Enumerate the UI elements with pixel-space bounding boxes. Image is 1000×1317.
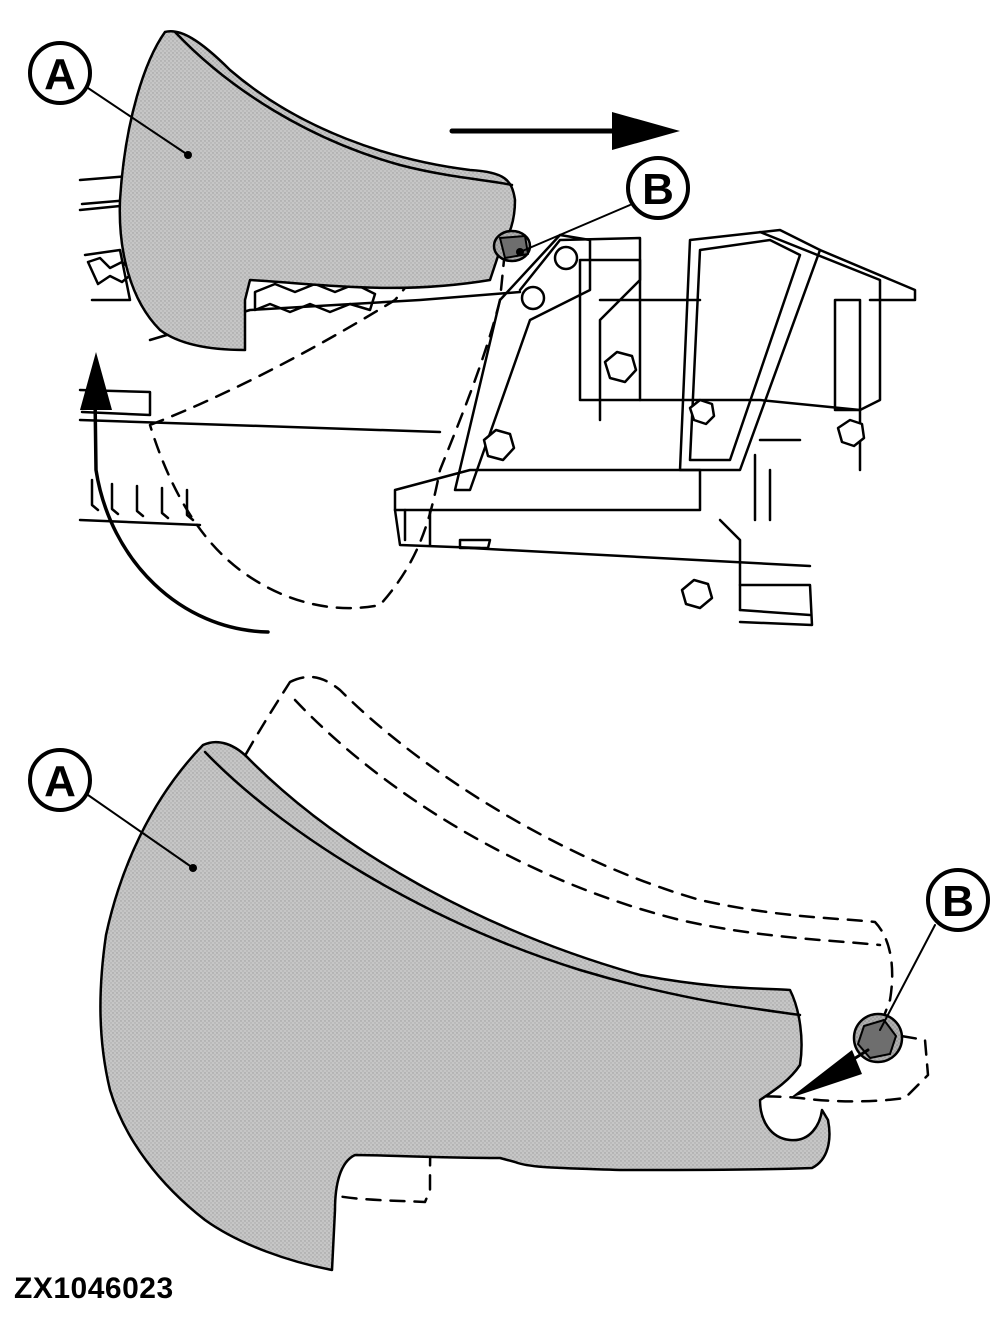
shield-alternate-position [148, 206, 507, 610]
leader-top-b [519, 204, 631, 253]
bottom-view [87, 675, 936, 1272]
pivot-hole [520, 285, 546, 311]
mount-bracket [518, 228, 917, 522]
hex-nuts [482, 350, 866, 610]
hex-nut [482, 428, 516, 462]
callout-label: B [642, 165, 674, 214]
callout-top-b: B [626, 156, 690, 220]
callout-bottom-b: B [926, 868, 990, 932]
leader-top-a [87, 87, 189, 156]
bolt-b-top [492, 229, 532, 263]
hex-nut [688, 398, 716, 426]
bolt-b-bottom [852, 1012, 904, 1064]
callout-label: A [44, 757, 76, 806]
callout-bottom-a: A [28, 748, 92, 812]
arrow-insert [790, 1048, 870, 1098]
callout-top-a: A [28, 41, 92, 105]
hinge-plate [453, 233, 592, 492]
shield-a-top [118, 30, 517, 352]
shield-a-top-edge [173, 30, 514, 187]
slot-hole [553, 245, 579, 271]
arrow-right [449, 112, 680, 150]
figure-id: ZX1046023 [14, 1272, 174, 1305]
hex-nut [603, 350, 638, 384]
leader-bottom-a [87, 794, 194, 869]
arrow-up-curved [80, 352, 270, 634]
frame-left-rails [78, 174, 442, 527]
shield-ghost-inner-edge [293, 698, 882, 947]
callout-label: A [44, 50, 76, 99]
shield-a-bottom-edge [203, 750, 802, 1017]
hex-nut [836, 418, 866, 448]
callout-label: B [942, 877, 974, 926]
hex-nut [680, 578, 714, 610]
leader-bottom-b [879, 924, 936, 1031]
top-view [78, 30, 917, 634]
shield-a-bottom [99, 740, 831, 1272]
